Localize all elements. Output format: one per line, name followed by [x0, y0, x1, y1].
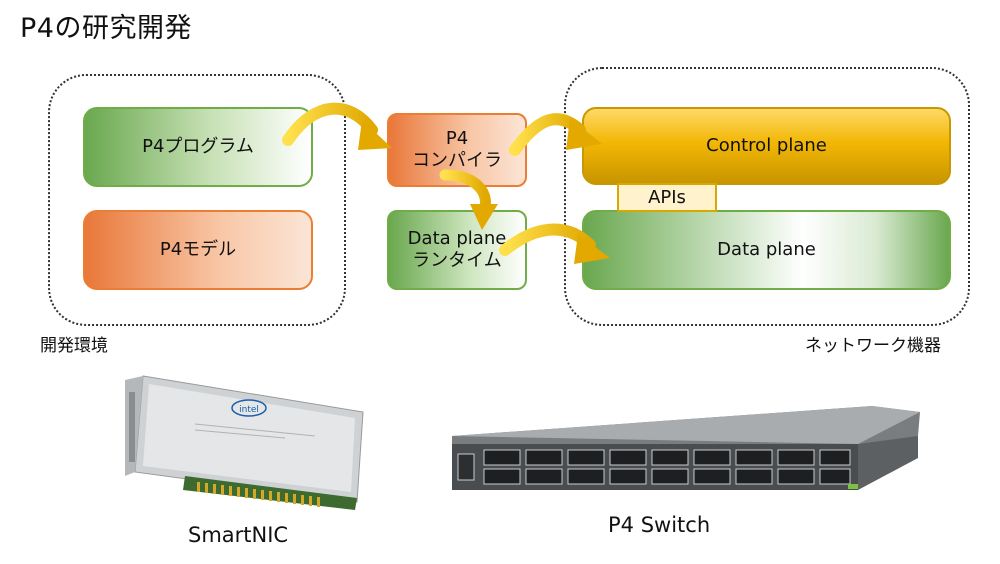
page-title: P4の研究開発: [20, 13, 192, 44]
apis-box: APIs: [617, 183, 717, 212]
p4-model-box: P4モデル: [83, 210, 313, 290]
network-device-group: [564, 67, 970, 326]
runtime-line2: ランタイム: [412, 250, 502, 271]
runtime-box: Data plane ランタイム: [387, 210, 527, 290]
data-plane-label: Data plane: [717, 239, 816, 260]
switch-caption: P4 Switch: [608, 513, 711, 537]
network-device-label: ネットワーク機器: [805, 336, 941, 356]
arrow-compiler-to-control: [509, 113, 602, 156]
p4-program-label: P4プログラム: [142, 136, 254, 157]
p4-switch-image: [452, 406, 920, 490]
switch-ports: [483, 449, 851, 485]
arrow-runtime-to-dataplane: [499, 223, 610, 264]
p4-program-box: P4プログラム: [83, 107, 313, 187]
dev-env-label: 開発環境: [40, 336, 108, 356]
arrow-program-to-compiler: [282, 102, 392, 150]
smartnic-image: intel: [125, 375, 364, 510]
arrow-compiler-to-runtime: [439, 169, 498, 230]
nic-brand-logo: intel: [239, 405, 259, 415]
compiler-line1: P4: [445, 128, 469, 149]
apis-label: APIs: [648, 187, 686, 208]
runtime-line1: Data plane: [407, 228, 507, 249]
compiler-line2: コンパイラ: [412, 150, 502, 171]
dev-env-group: [48, 74, 346, 326]
p4-model-label: P4モデル: [159, 239, 237, 260]
control-plane-label: Control plane: [706, 135, 827, 156]
smartnic-caption: SmartNIC: [188, 523, 289, 547]
compiler-box: P4 コンパイラ: [387, 113, 527, 187]
